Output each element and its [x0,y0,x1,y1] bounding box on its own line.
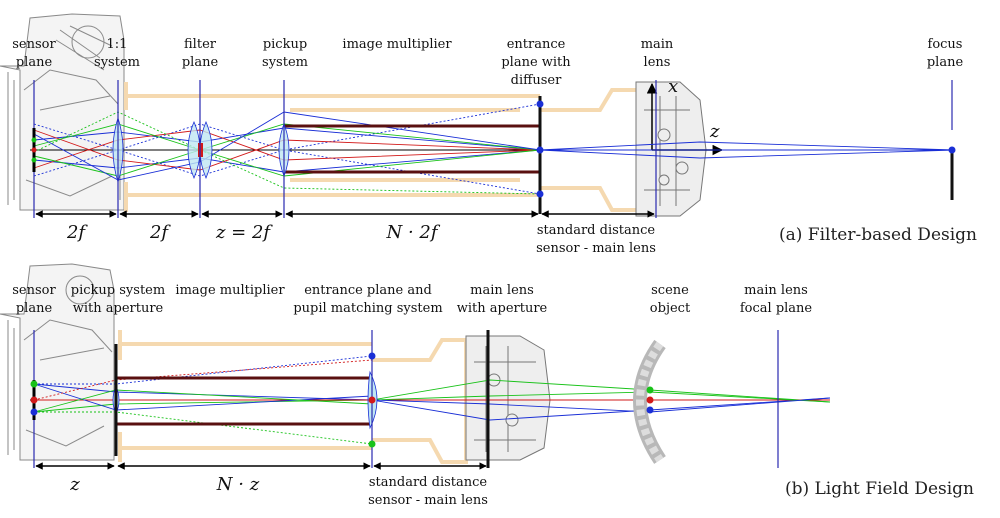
label-pickup-aperture-1: pickup system [71,283,165,298]
tube-outline-2 [118,330,468,464]
ray-points-2 [30,352,654,448]
std-distance-b1: standard distance [369,475,488,490]
caption-light-field: (b) Light Field Design [785,479,974,499]
plane-lines [33,80,953,218]
dim-n-z: N · z [216,474,260,495]
std-distance-2: sensor - main lens [536,241,656,256]
caption-filter-based: (a) Filter-based Design [779,225,977,245]
ray-fan-2 [33,355,831,445]
label-main-lens-1: main [641,37,674,52]
std-distance-1: standard distance [537,223,656,238]
label-1to1-2: system [94,55,140,70]
ray-points [31,100,956,198]
label-pickup-aperture-2: with aperture [73,301,164,316]
label-entrance-2: plane with [501,55,571,70]
camera-body-sketch [0,13,125,211]
label-sensor-plane-b1: sensor [12,283,56,298]
camera-body-sketch-2 [0,263,115,461]
dim-2f-b: 2f [149,222,171,243]
label-sensor-plane-b2: plane [16,301,53,316]
dim-z-2f: z = 2f [215,222,273,243]
label-sensor-plane-1: sensor [12,37,56,52]
label-main-lens-aperture-2: with aperture [457,301,548,316]
label-entrance-pupil-2: pupil matching system [293,301,442,316]
label-image-multiplier: image multiplier [342,37,452,52]
label-1to1-1: 1:1 [107,37,128,52]
label-focus-1: focus [928,37,963,52]
label-image-multiplier-b: image multiplier [175,283,285,298]
main-lens-housing-2 [465,335,551,461]
label-main-lens-aperture-1: main lens [470,283,534,298]
label-focal-plane-1: main lens [744,283,808,298]
label-pickup-1: pickup [263,37,307,52]
filter-based-design: x z [0,13,977,256]
main-lens-housing [635,81,707,217]
std-distance-b2: sensor - main lens [368,493,488,508]
dim-z: z [69,474,80,495]
label-scene-object-2: object [650,301,691,316]
label-pickup-2: system [262,55,308,70]
light-field-design: sensor plane pickup system with aperture… [0,263,974,508]
label-entrance-pupil-1: entrance plane and [304,283,432,298]
label-entrance-3: diffuser [511,73,562,88]
dim-n-2f: N · 2f [385,222,440,243]
label-entrance-1: entrance [507,37,566,52]
label-filter-2: plane [182,55,219,70]
label-scene-object-1: scene [651,283,689,298]
axis-z-label: z [709,121,720,142]
top-labels: sensor plane 1:1 system filter plane pic… [12,37,977,256]
label-sensor-plane-2: plane [16,55,53,70]
label-focal-plane-2: focal plane [740,301,813,316]
dim-2f-a: 2f [66,222,88,243]
label-main-lens-2: lens [644,55,671,70]
axis-x-label: x [668,76,678,97]
label-filter-1: filter [184,37,217,52]
bottom-labels: sensor plane pickup system with aperture… [12,283,974,508]
label-focus-2: plane [927,55,964,70]
scene-object-arc-inner [636,341,664,463]
